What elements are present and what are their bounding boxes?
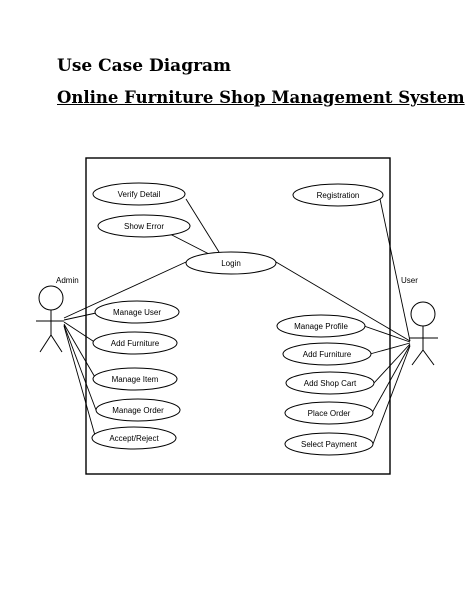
- admin-head: [38, 285, 64, 311]
- use-case-select-payment: [284, 432, 374, 456]
- line-user-add-furniture: [369, 342, 411, 355]
- diagram-title: Use Case Diagram: [57, 56, 232, 76]
- label-add-furniture-user: Add Furniture: [303, 350, 352, 359]
- admin-left-leg: [39, 334, 52, 353]
- label-place-order: Place Order: [308, 409, 351, 418]
- line-admin-login: [63, 261, 187, 319]
- use-case-login: [185, 251, 277, 275]
- user-right-leg: [422, 349, 435, 366]
- use-cases: [91, 182, 384, 456]
- use-case-verify-detail: [92, 182, 186, 206]
- line-user-registration: [379, 198, 411, 342]
- label-verify-detail: Verify Detail: [118, 190, 161, 199]
- system-boundary: [85, 157, 391, 475]
- line-user-manage-profile: [363, 325, 411, 343]
- admin-right-leg: [50, 334, 63, 353]
- admin-actor: [36, 285, 64, 353]
- use-case-labels: Verify Detail Show Error Login Registrat…: [109, 190, 359, 449]
- user-left-leg: [411, 349, 424, 366]
- line-user-place-order: [371, 344, 411, 414]
- label-login: Login: [221, 259, 241, 268]
- use-case-add-furniture-admin: [92, 331, 178, 355]
- line-error-login: [167, 232, 210, 255]
- label-manage-user: Manage User: [113, 308, 161, 317]
- admin-label: Admin: [56, 276, 79, 285]
- line-admin-manage-order: [63, 324, 97, 411]
- label-accept-reject: Accept/Reject: [109, 434, 159, 443]
- user-label: User: [401, 276, 418, 285]
- use-case-accept-reject: [91, 426, 177, 450]
- user-head: [410, 301, 436, 327]
- line-verify-login: [185, 198, 220, 253]
- label-registration: Registration: [317, 191, 360, 200]
- user-actor: [409, 301, 438, 366]
- line-admin-add-furniture: [63, 321, 97, 344]
- diagram-subtitle: Online Furniture Shop Management System: [57, 88, 465, 107]
- line-user-select-payment: [372, 345, 411, 445]
- label-select-payment: Select Payment: [301, 440, 358, 449]
- line-admin-accept-reject: [63, 325, 97, 440]
- label-manage-item: Manage Item: [112, 375, 159, 384]
- line-user-add-shop-cart: [373, 343, 411, 384]
- label-add-furniture-admin: Add Furniture: [111, 339, 160, 348]
- use-case-add-shop-cart: [285, 371, 375, 395]
- use-case-place-order: [284, 401, 374, 425]
- label-show-error: Show Error: [124, 222, 164, 231]
- use-case-show-error: [97, 214, 191, 238]
- label-manage-order: Manage Order: [112, 406, 164, 415]
- use-case-manage-user: [94, 300, 180, 324]
- use-case-manage-profile: [276, 314, 366, 338]
- line-user-login: [275, 261, 411, 342]
- use-case-manage-item: [92, 367, 178, 391]
- label-add-shop-cart: Add Shop Cart: [304, 379, 357, 388]
- association-lines: [63, 198, 411, 445]
- use-case-add-furniture-user: [282, 342, 372, 366]
- use-case-manage-order: [95, 398, 181, 422]
- label-manage-profile: Manage Profile: [294, 322, 348, 331]
- use-case-registration: [292, 183, 384, 207]
- line-admin-manage-user: [63, 312, 97, 321]
- line-admin-manage-item: [63, 323, 97, 380]
